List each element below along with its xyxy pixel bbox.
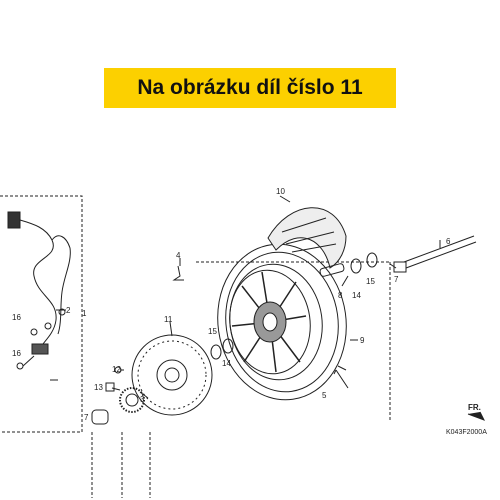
callout-14-left: 14 xyxy=(222,359,231,368)
callout-16-bottom: 16 xyxy=(12,349,21,358)
callout-10: 10 xyxy=(276,187,285,196)
callout-4: 4 xyxy=(176,251,181,260)
svg-text:1: 1 xyxy=(82,309,87,318)
brake-disc xyxy=(131,334,213,416)
callout-13: 13 xyxy=(94,383,103,392)
callout-2: 2 xyxy=(66,306,71,315)
callout-16-top: 16 xyxy=(12,313,21,322)
valve-5 xyxy=(335,365,349,389)
front-axle xyxy=(393,235,477,273)
wheel-rim xyxy=(217,243,347,401)
leader-lines xyxy=(50,195,441,399)
callout-12: 12 xyxy=(112,365,121,374)
callout-14-right: 14 xyxy=(352,291,361,300)
valve-4 xyxy=(172,265,184,281)
callout-7-right: 7 xyxy=(394,275,399,284)
callout-numbers: 1 2 3 4 5 6 7 7 8 9 10 11 12 13 14 14 15… xyxy=(12,187,451,422)
callout-11: 11 xyxy=(164,315,173,324)
assembly-frame xyxy=(91,261,391,498)
banner-text: Na obrázku díl číslo 11 xyxy=(137,76,363,99)
pulser-ring xyxy=(119,387,145,413)
fr-direction-arrow xyxy=(467,411,486,421)
bolt-13 xyxy=(105,382,115,392)
diagram-code: K043F2000A xyxy=(446,429,487,436)
callout-15-right: 15 xyxy=(366,277,375,286)
callout-8: 8 xyxy=(338,291,343,300)
speed-sensor-cable xyxy=(7,211,71,370)
callout-5: 5 xyxy=(322,391,327,400)
axle-spacers xyxy=(210,252,378,360)
callout-15-left: 15 xyxy=(208,327,217,336)
front-fender xyxy=(267,207,347,269)
callout-9: 9 xyxy=(360,336,365,345)
callout-3: 3 xyxy=(140,395,145,404)
direction-label: FR. xyxy=(468,403,481,412)
callout-6: 6 xyxy=(446,237,451,246)
collar-7-left xyxy=(91,409,109,425)
callout-7-left: 7 xyxy=(84,413,89,422)
part-number-banner: Na obrázku díl číslo 11 xyxy=(104,68,396,108)
sensor-group-frame xyxy=(0,195,83,433)
